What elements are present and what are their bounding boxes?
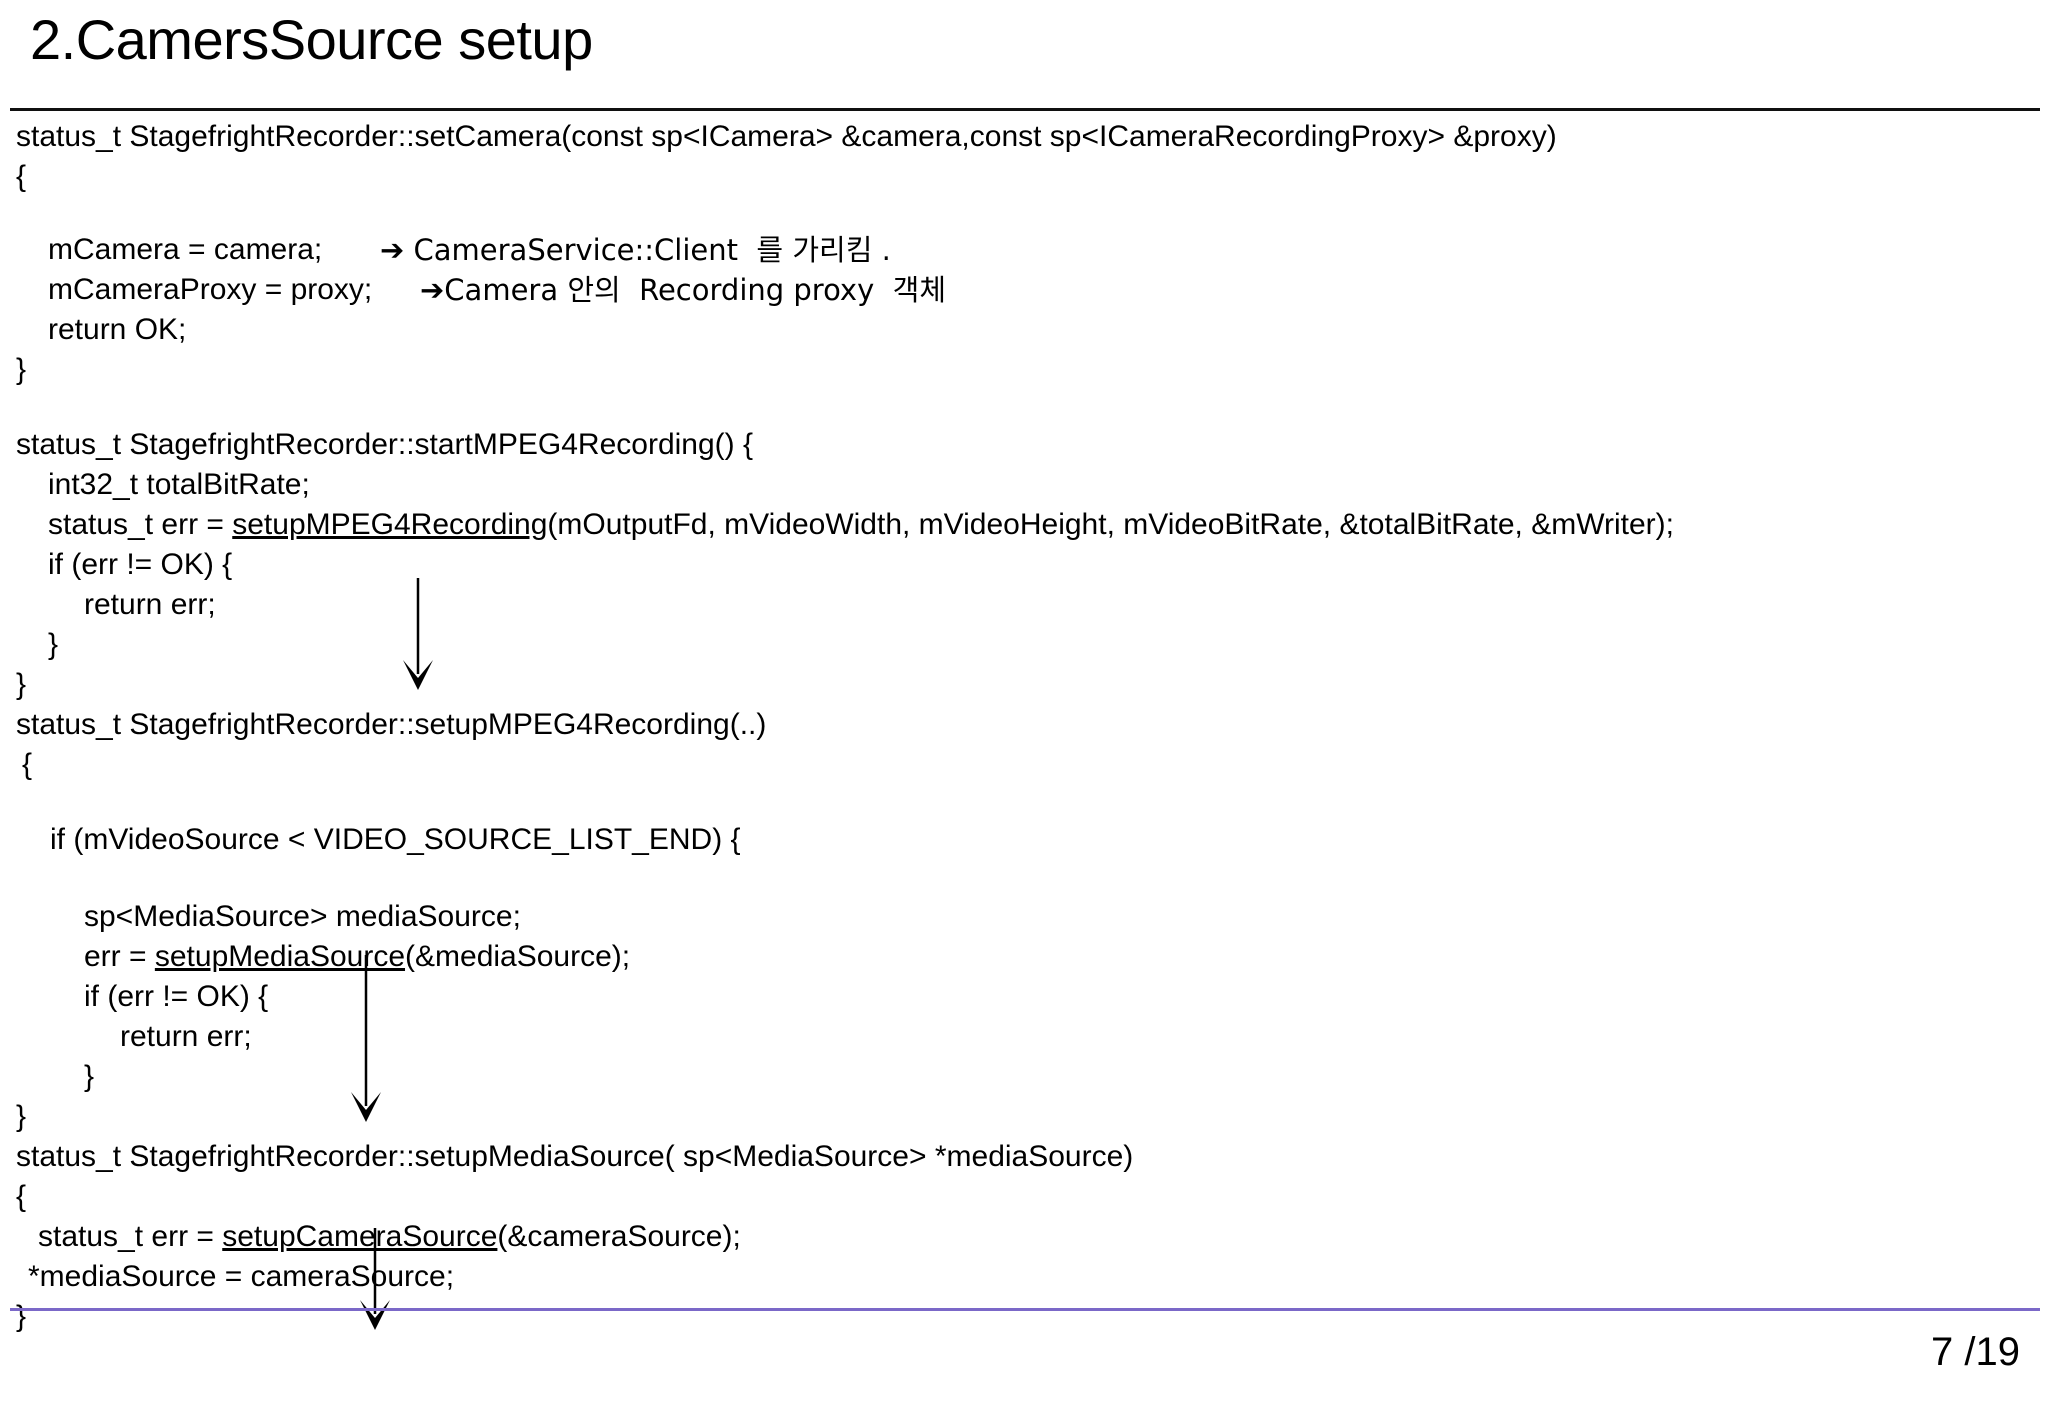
code-annotation: ➔ CameraService::Client 를 가리킴 . — [380, 233, 891, 267]
code-line: ➔ CameraService::Client 를 가리킴 . — [380, 231, 891, 270]
code-line: status_t StagefrightRecorder::setCamera(… — [16, 120, 1557, 153]
code-body: status_t StagefrightRecorder::setCamera(… — [0, 118, 2048, 1333]
code-line: status_t err = setupMPEG4Recording(mOutp… — [48, 506, 1674, 544]
code-line: ➔Camera 안의 Recording proxy 객체 — [420, 271, 946, 310]
code-link-setupMediaSource[interactable]: setupMediaSource — [154, 940, 406, 973]
code-line: status_t StagefrightRecorder::startMPEG4… — [16, 428, 753, 461]
code-text: status_t err = — [38, 1220, 223, 1253]
code-line: } — [16, 1100, 27, 1133]
code-line: return OK; — [48, 313, 187, 346]
code-line: status_t err = setupCameraSource(&camera… — [38, 1218, 741, 1256]
code-text: (&mediaSource); — [405, 940, 631, 973]
code-line: } — [84, 1060, 95, 1093]
code-text: (mOutputFd, mVideoWidth, mVideoHeight, m… — [547, 508, 1674, 541]
code-line: if (mVideoSource < VIDEO_SOURCE_LIST_END… — [50, 823, 741, 856]
code-line: err = setupMediaSource(&mediaSource); — [84, 938, 630, 976]
code-text: err = — [84, 940, 155, 973]
code-line: { — [16, 160, 27, 193]
page-title: 2.CamersSource setup — [30, 8, 593, 71]
code-text: status_t err = — [48, 508, 233, 541]
code-annotation: ➔Camera 안의 Recording proxy 객체 — [420, 273, 947, 307]
code-line: sp<MediaSource> mediaSource; — [84, 900, 521, 933]
slide-footer: 7 /19 — [0, 1308, 2048, 1418]
footer-divider — [10, 1308, 2040, 1311]
code-line: { — [22, 748, 33, 781]
code-line: return err; — [120, 1020, 252, 1053]
code-link-setupCameraSource[interactable]: setupCameraSource — [222, 1220, 498, 1253]
page-number: 7 /19 — [1931, 1330, 2020, 1374]
code-line: mCamera = camera; — [48, 233, 323, 266]
code-text: (&cameraSource); — [497, 1220, 741, 1253]
code-line: return err; — [84, 588, 216, 621]
code-line: } — [48, 628, 59, 661]
code-line: } — [16, 353, 27, 386]
code-line: status_t StagefrightRecorder::setupMedia… — [16, 1140, 1134, 1173]
code-line: { — [16, 1180, 27, 1213]
code-line: } — [16, 668, 27, 701]
header-divider — [10, 108, 2040, 111]
slide-header: 2.CamersSource setup — [0, 0, 2048, 111]
code-line: mCameraProxy = proxy; — [48, 273, 373, 306]
code-line: if (err != OK) { — [48, 548, 233, 581]
code-line: int32_t totalBitRate; — [48, 468, 310, 501]
code-line: } — [16, 1300, 27, 1333]
code-line: status_t StagefrightRecorder::setupMPEG4… — [16, 708, 767, 741]
code-line: if (err != OK) { — [84, 980, 269, 1013]
code-line: *mediaSource = cameraSource; — [28, 1260, 455, 1293]
code-link-setupMPEG4Recording[interactable]: setupMPEG4Recording — [232, 508, 548, 541]
